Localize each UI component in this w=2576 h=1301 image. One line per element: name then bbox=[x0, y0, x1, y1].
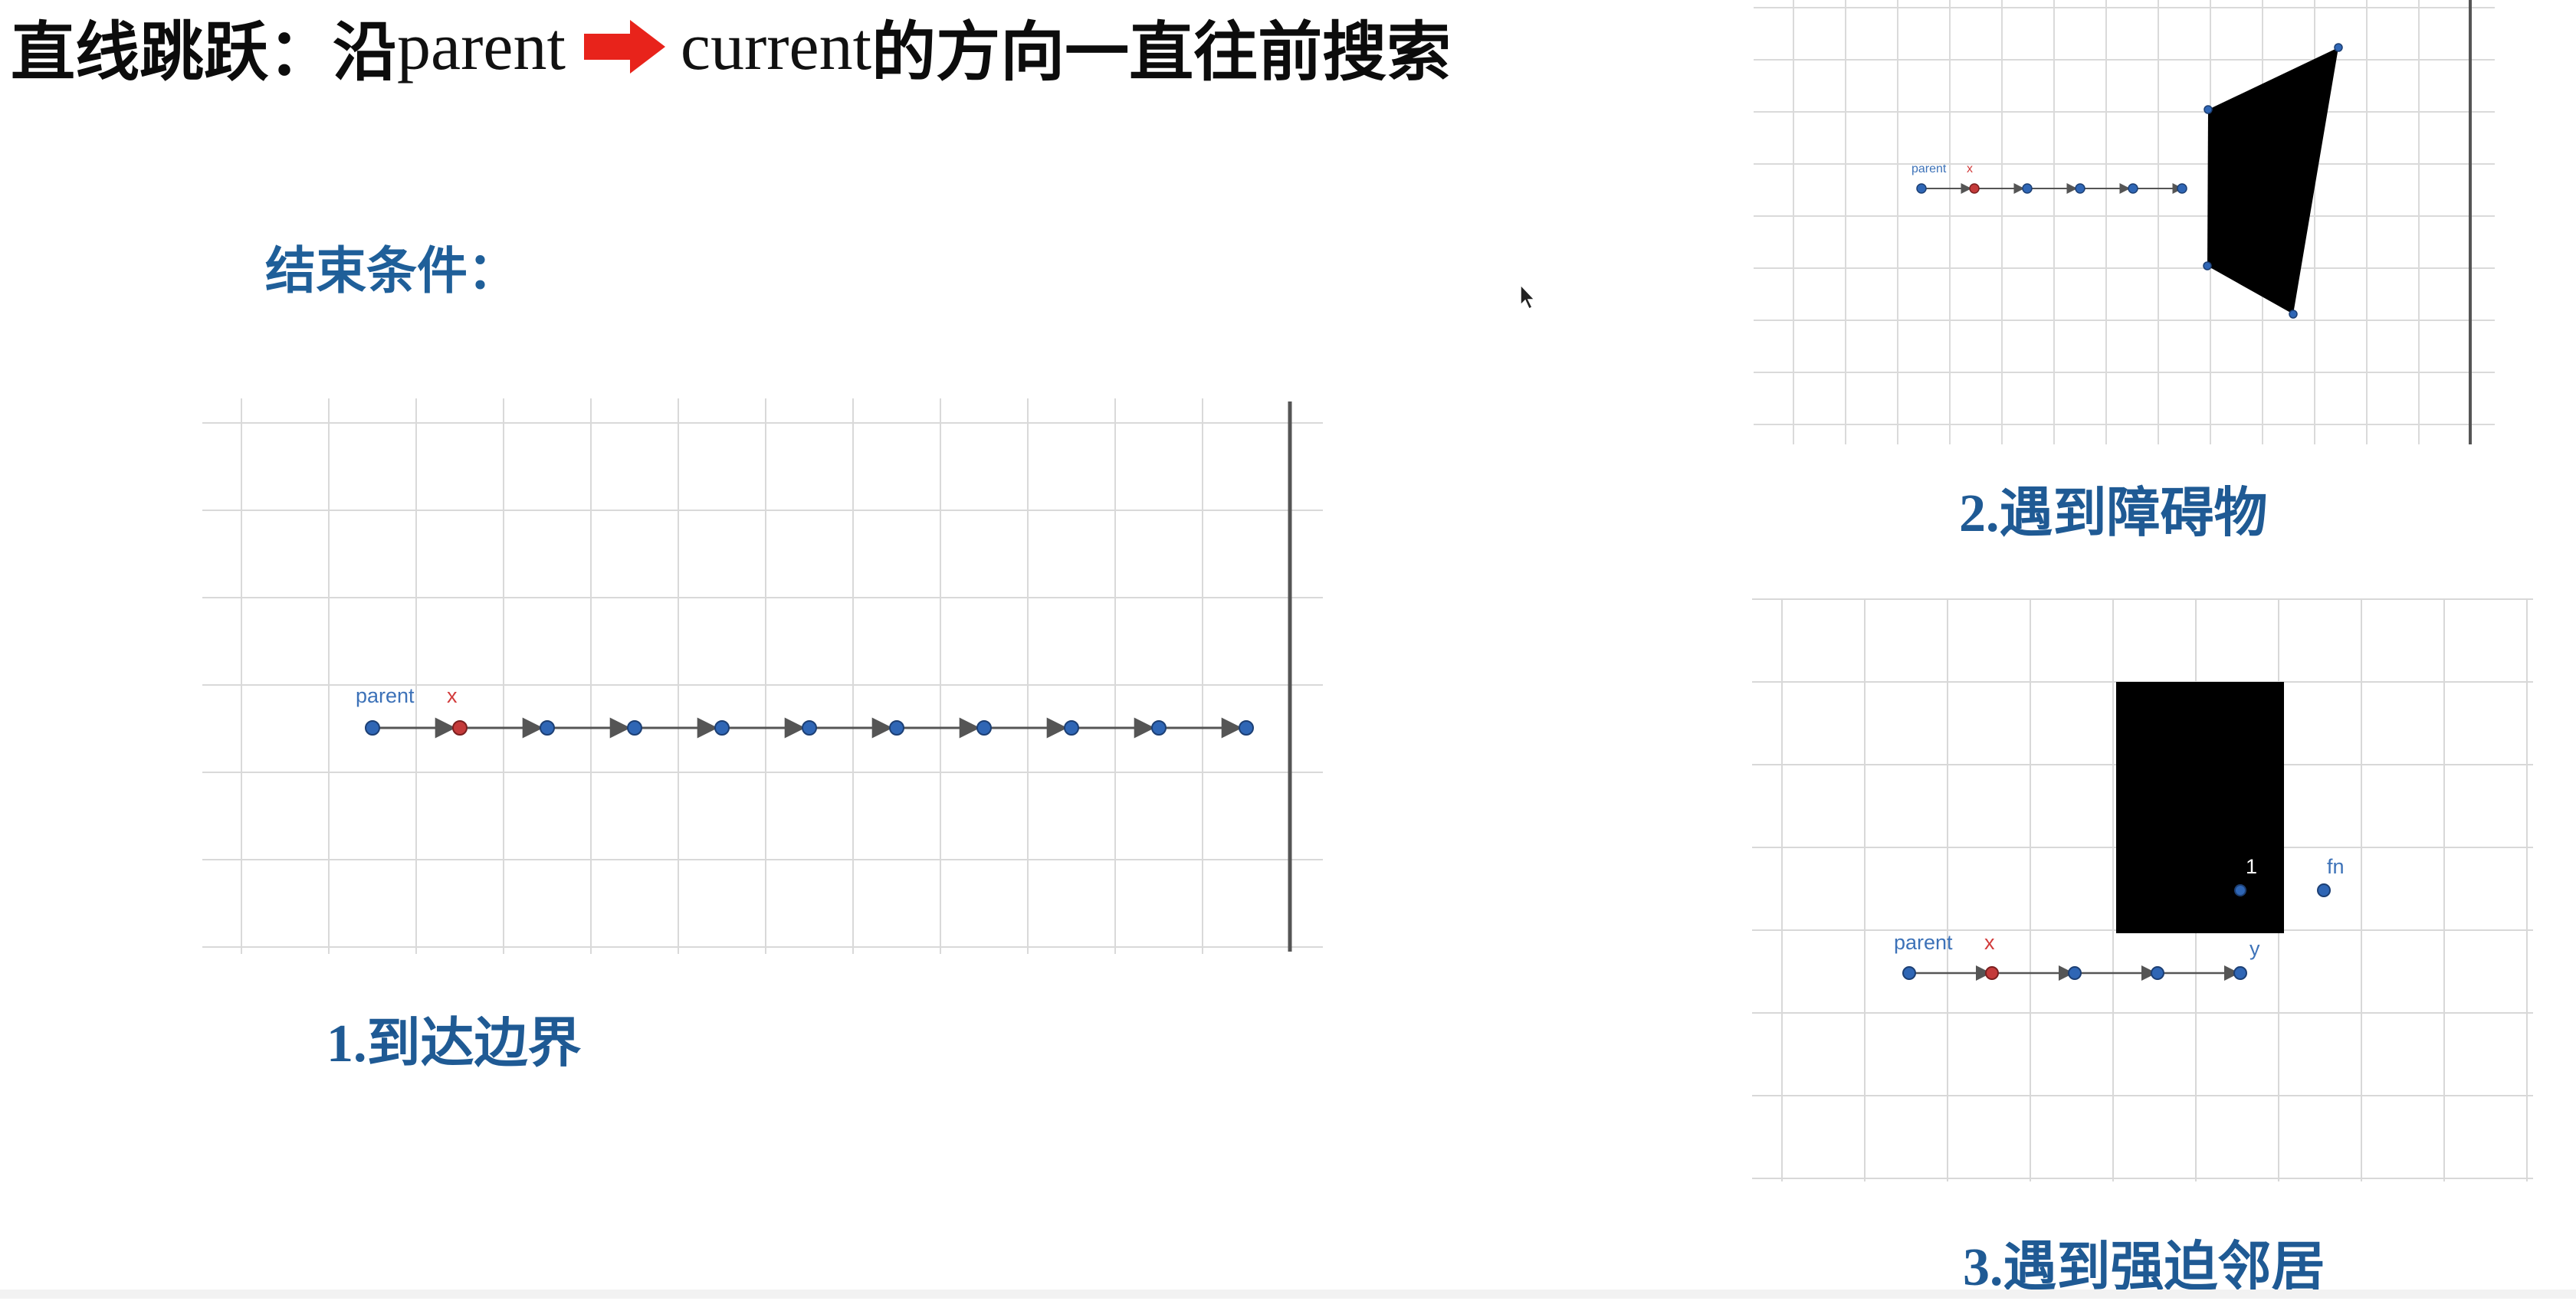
path-node bbox=[2177, 183, 2187, 194]
diagram-forced-neighbor: parent x y 1 fn bbox=[1752, 598, 2533, 1181]
bottom-edge-strip bbox=[0, 1290, 2576, 1299]
obstacle-vertex bbox=[2334, 43, 2343, 52]
path-node bbox=[2128, 183, 2138, 194]
obstacle-shape bbox=[2207, 48, 2338, 314]
path-node bbox=[802, 720, 817, 736]
label-y: y bbox=[2249, 937, 2260, 960]
label-parent: parent bbox=[1894, 931, 1953, 954]
obstacle-vertex bbox=[2203, 261, 2212, 270]
path-node bbox=[2068, 966, 2082, 980]
caption-forced-neighbor: 3.遇到强迫邻居 bbox=[1963, 1238, 2325, 1297]
path-node bbox=[627, 720, 642, 736]
title-word-current: current bbox=[680, 9, 872, 84]
grid-lines bbox=[202, 398, 1323, 954]
red-right-arrow-icon bbox=[583, 20, 665, 74]
end-conditions-heading: 结束条件： bbox=[265, 241, 518, 300]
current-node-x bbox=[452, 720, 468, 736]
title-suffix: 的方向一直往前搜索 bbox=[871, 14, 1452, 90]
label-x: x bbox=[447, 684, 458, 707]
diagram-boundary: parent x bbox=[202, 398, 1323, 954]
diagram-obstacle: parent x bbox=[1754, 0, 2495, 444]
mouse-cursor-icon bbox=[1520, 283, 1536, 310]
current-node-x bbox=[1969, 183, 1980, 194]
obstacle-block bbox=[2116, 682, 2284, 933]
jump-point-y bbox=[2233, 966, 2247, 980]
page-title: 直线跳跃：沿 parent current 的方向一直往前搜索 bbox=[11, 5, 1451, 90]
forced-neighbor-node bbox=[2317, 883, 2331, 897]
path-node bbox=[1064, 720, 1079, 736]
grid-lines bbox=[1754, 0, 2495, 444]
current-node-x bbox=[1985, 966, 1999, 980]
obstacle-vertex bbox=[2204, 105, 2213, 114]
parent-node bbox=[1916, 183, 1927, 194]
label-fn: fn bbox=[2327, 855, 2345, 878]
path-node bbox=[2151, 966, 2164, 980]
path-node bbox=[1239, 720, 1254, 736]
path-node bbox=[976, 720, 992, 736]
caption-reach-boundary: 1.到达边界 bbox=[327, 1014, 582, 1073]
parent-node bbox=[1902, 966, 1916, 980]
label-1: 1 bbox=[2246, 855, 2257, 878]
title-prefix: 直线跳跃：沿 bbox=[11, 14, 398, 90]
path-node bbox=[2075, 183, 2085, 194]
neighbor-node-1 bbox=[2234, 884, 2246, 896]
caption-hit-obstacle: 2.遇到障碍物 bbox=[1959, 484, 2268, 543]
path-node bbox=[1151, 720, 1167, 736]
obstacle-vertex bbox=[2289, 310, 2298, 319]
label-parent: parent bbox=[1911, 162, 1947, 175]
path-node bbox=[540, 720, 555, 736]
label-parent: parent bbox=[356, 684, 415, 707]
parent-node bbox=[365, 720, 380, 736]
path-node bbox=[2022, 183, 2033, 194]
label-x: x bbox=[1984, 931, 1995, 954]
title-word-parent: parent bbox=[397, 9, 566, 84]
path-node bbox=[889, 720, 904, 736]
path-node bbox=[714, 720, 730, 736]
label-x: x bbox=[1967, 162, 1973, 175]
